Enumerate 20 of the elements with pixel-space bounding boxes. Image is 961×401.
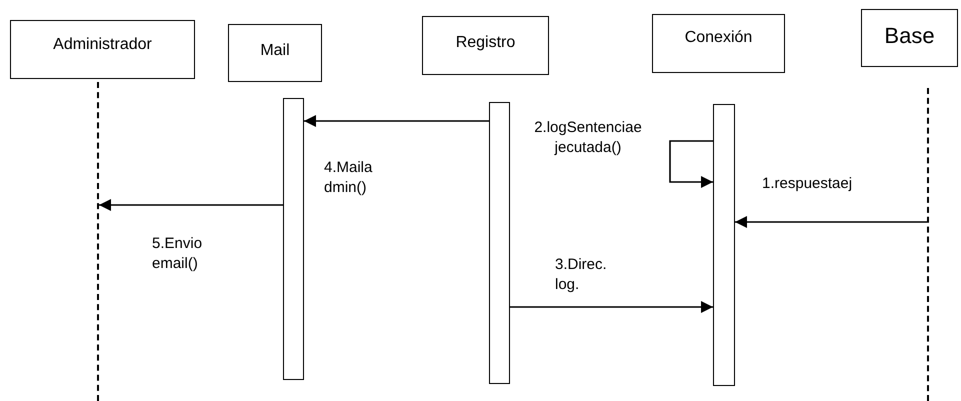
object-box — [861, 9, 958, 67]
message-arrow — [735, 216, 927, 228]
activation-bar — [489, 102, 510, 384]
message-arrow — [669, 140, 713, 188]
activation-bar — [283, 98, 304, 380]
message-arrow — [510, 301, 713, 313]
message-arrow — [99, 199, 283, 211]
object-name: Mail — [260, 42, 290, 60]
object-name: Registro — [456, 34, 516, 52]
object-box — [10, 20, 195, 79]
message-arrow — [304, 115, 489, 127]
object-box — [652, 14, 785, 73]
lifeline — [927, 88, 929, 401]
object-name: Administrador — [53, 36, 152, 54]
activation-bar — [713, 104, 735, 386]
lifeline — [97, 82, 99, 401]
object-name: Base — [884, 23, 935, 49]
object-box — [228, 24, 322, 82]
object-box — [422, 16, 549, 75]
object-name: Conexión — [684, 29, 752, 47]
